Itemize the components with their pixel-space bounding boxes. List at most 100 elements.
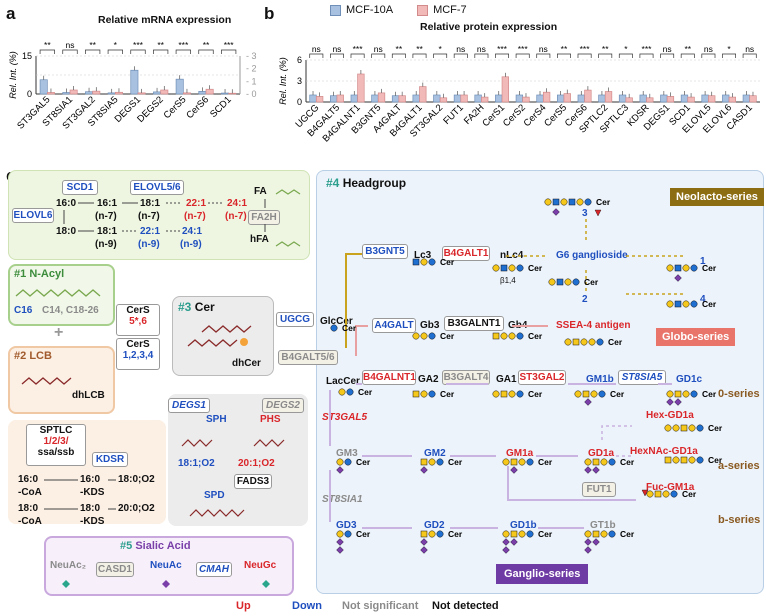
galnac-symbol [680,456,688,464]
bar [357,73,365,103]
galactose-symbol [508,264,516,272]
gm1a-label: GM1a [506,448,534,459]
lcb-number: #2 [14,350,27,362]
glycan-hexnac-gd1a: Cer [664,455,723,465]
cers-a-title: CerS [126,305,150,316]
fa-24-1-a: 24:1 [227,198,248,209]
cer-label: Cer [448,457,463,467]
bar [137,92,146,95]
sptlc-r2d: -KDS [80,516,105,527]
fa-24-1-a-n: (n-7) [225,211,247,222]
significance-bracket [701,53,716,58]
sialic-acid-symbol [420,546,428,554]
bar [39,79,48,95]
galactose-symbol [576,198,584,206]
galnac-symbol [674,390,682,398]
significance-label: ns [704,44,713,54]
glccer-label: GlcCer [320,316,353,327]
significance-label: ns [745,44,754,54]
bar [114,91,123,95]
lcb-title: #2 LCB [14,350,52,362]
lcb-name: LCB [29,350,52,362]
fa-22-1-b-n: (n-9) [138,239,160,250]
lcb-molecule [21,377,72,385]
y-tick-label: 15 [22,51,32,61]
glucose-symbol [516,332,524,340]
bar [205,88,214,95]
significance-label: *** [580,44,591,54]
galactose-symbol [688,424,696,432]
galactose-symbol [518,530,526,538]
galactose-symbol [518,458,526,466]
significance-bracket [495,53,509,58]
phs-value: 20:1;O2 [238,458,275,469]
st8sia5-box: ST8SIA5 [618,370,666,385]
significance-label: * [727,44,731,54]
bar [474,94,482,103]
fa-18-1-b-n: (n-9) [95,239,117,250]
cer-label: Cer [702,389,717,399]
sialic-acid-symbol [592,538,600,546]
bar [46,92,55,95]
cer-label: Cer [708,455,723,465]
glycan-glccer: Cer [330,323,357,333]
bar [680,94,689,103]
bar [749,95,757,103]
bar [598,94,606,103]
cer-label: Cer [356,529,371,539]
bar [182,92,191,95]
glcnac-symbol [674,264,682,272]
headgroup-title: #4 Headgroup [326,176,406,190]
galactose-symbol [672,456,680,464]
bar [453,94,462,103]
fa-24-1-b: 24:1 [182,226,203,237]
sptlc-r1e: 18:0;O2 [118,474,155,485]
elovl56-box: ELOVL5/6 [130,180,184,195]
galactose-symbol [502,458,510,466]
galnac-symbol [680,424,688,432]
gd1a-label: GD1a [588,448,615,459]
significance-label: ns [456,44,465,54]
category-label: CerS5 [542,102,569,129]
significance-bracket [453,53,468,58]
cer-label: Cer [440,389,455,399]
bar [522,96,530,103]
galactose-symbol [580,338,588,346]
galactose-symbol [420,390,428,398]
lc3-label: Lc3 [414,250,432,261]
glycan-ga1: Cer [492,389,543,399]
significance-bracket [198,49,214,54]
galactose-symbol [508,390,516,398]
significance-label: *** [518,44,529,54]
sptlc-sub2: ssa/ssb [37,447,75,458]
significance-label: ** [44,40,51,50]
bar [160,89,169,95]
glycan-g6-3: Cer [544,197,611,207]
significance-label: ns [332,44,341,54]
significance-label: *** [353,44,364,54]
galactose-symbol [584,458,592,466]
bar [646,97,654,103]
sptlc-sub: 1/2/3/ [43,436,69,447]
glucose-symbol [608,530,616,538]
scd1-box: SCD1 [62,180,98,195]
significance-label: ns [477,44,486,54]
galactose-symbol [500,332,508,340]
fa-22-1-a-n: (n-7) [184,211,206,222]
legend-label-mcf10a: MCF-10A [346,4,394,16]
galnac-symbol [420,530,428,538]
b4galt56-box: B4GALT5/6 [278,350,338,365]
gm1b-label: GM1b [586,374,614,385]
bar [495,94,503,103]
bar [660,94,668,103]
glycan-ssea4: Cer [564,337,623,347]
galactose-symbol [564,338,572,346]
sptlc-arrows [44,479,116,510]
significance-bracket [722,53,736,58]
bar [481,96,489,103]
bar [701,94,709,103]
glycan-ga2: Cer [412,389,455,399]
bar [742,94,751,103]
glucose-symbol [670,490,678,498]
